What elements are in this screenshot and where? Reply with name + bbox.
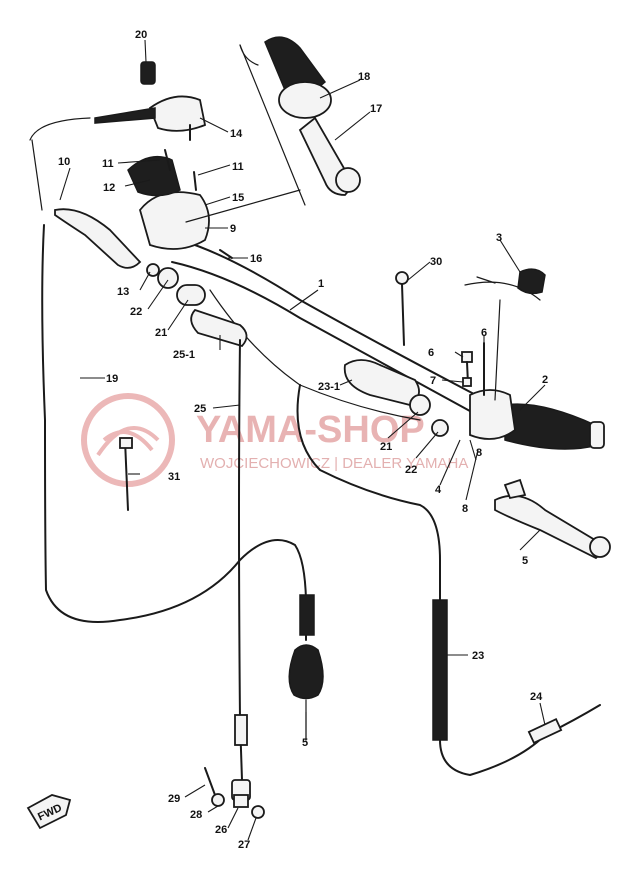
leader-lines bbox=[59, 39, 546, 841]
callout-21-left: 21 bbox=[155, 327, 167, 339]
callout-23: 23 bbox=[472, 650, 484, 662]
callout-18: 18 bbox=[358, 71, 370, 83]
callout-13: 13 bbox=[117, 286, 129, 298]
callout-31: 31 bbox=[168, 471, 180, 483]
brake-cable bbox=[296, 384, 601, 776]
clutch-cable bbox=[41, 224, 307, 623]
callout-27: 27 bbox=[238, 839, 250, 851]
choke-bulb bbox=[288, 594, 324, 741]
watermark: YAMA-SHOP WOJCIECHOWICZ | DEALER YAMAHA bbox=[81, 393, 468, 487]
callout-8-upper: 8 bbox=[476, 447, 482, 459]
left-switch-housing bbox=[127, 155, 248, 348]
brake-lever bbox=[494, 478, 611, 560]
kill-switch bbox=[464, 268, 546, 401]
callout-9: 9 bbox=[230, 223, 236, 235]
callout-29: 29 bbox=[168, 793, 180, 805]
clutch-lever bbox=[29, 117, 142, 269]
callout-25: 25 bbox=[194, 403, 206, 415]
callout-24: 24 bbox=[530, 691, 543, 703]
callout-14: 14 bbox=[230, 128, 243, 140]
callout-6-left: 6 bbox=[428, 347, 434, 359]
cable-adjuster bbox=[119, 437, 133, 511]
callout-10: 10 bbox=[58, 156, 70, 168]
mount-bolt bbox=[395, 271, 409, 346]
grip-detail-inset bbox=[185, 36, 361, 223]
callout-3: 3 bbox=[496, 232, 502, 244]
callout-19: 19 bbox=[106, 373, 118, 385]
callout-11-right: 11 bbox=[232, 161, 244, 173]
callout-28: 28 bbox=[190, 809, 202, 821]
callout-30: 30 bbox=[430, 256, 442, 268]
callout-12: 12 bbox=[103, 182, 115, 194]
callout-26: 26 bbox=[215, 824, 227, 836]
callout-25-1: 25-1 bbox=[173, 349, 195, 361]
callout-6-right: 6 bbox=[481, 327, 487, 339]
watermark-logo-icon bbox=[81, 393, 175, 487]
clutch-bracket bbox=[94, 61, 207, 132]
watermark-brand: YAMA-SHOP bbox=[196, 409, 425, 451]
callout-8-lower: 8 bbox=[462, 503, 468, 515]
callout-23-1: 23-1 bbox=[318, 381, 340, 393]
callout-21-right: 21 bbox=[380, 441, 392, 453]
callout-20: 20 bbox=[135, 29, 147, 41]
lever-bolts bbox=[461, 342, 485, 396]
callout-2: 2 bbox=[542, 374, 548, 386]
callouts: 20 14 11 11 12 15 9 16 10 13 22 21 25-1 … bbox=[58, 29, 548, 851]
callout-15: 15 bbox=[232, 192, 244, 204]
callout-5-lever: 5 bbox=[522, 555, 528, 567]
callout-4: 4 bbox=[435, 484, 442, 496]
callout-7: 7 bbox=[430, 375, 436, 387]
callout-16: 16 bbox=[250, 253, 262, 265]
callout-1: 1 bbox=[318, 278, 324, 290]
watermark-tagline: WOJCIECHOWICZ | DEALER YAMAHA bbox=[200, 455, 468, 472]
forward-direction-marker: FWD bbox=[26, 794, 72, 830]
callout-22-left: 22 bbox=[130, 306, 142, 318]
callout-5-bulb: 5 bbox=[302, 737, 308, 749]
switch-screws bbox=[164, 124, 233, 259]
callout-22-right: 22 bbox=[405, 464, 417, 476]
small-hardware bbox=[204, 767, 265, 819]
callout-17: 17 bbox=[370, 103, 382, 115]
callout-11-left: 11 bbox=[102, 158, 114, 170]
